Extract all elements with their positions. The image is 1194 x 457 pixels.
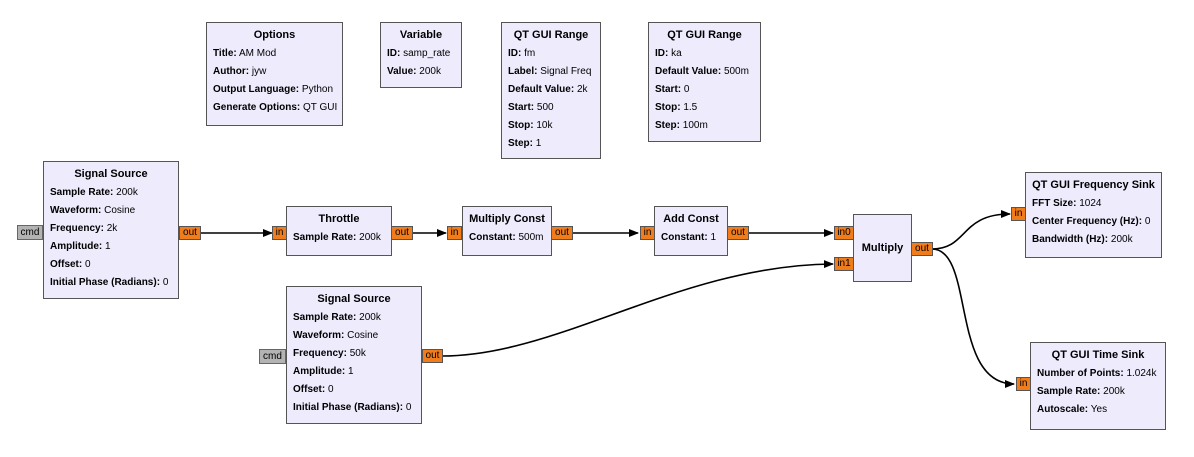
param-output-language: Output Language: Python	[213, 84, 334, 95]
multiply-block[interactable]: Multiply	[853, 214, 912, 282]
param-constant: Constant: 500m	[469, 232, 544, 243]
param-fft-size: FFT Size: 1024	[1032, 198, 1102, 209]
param-stop: Stop: 10k	[508, 120, 553, 131]
param-initial-phase: Initial Phase (Radians): 0	[293, 402, 412, 413]
param-waveform: Waveform: Cosine	[293, 330, 379, 341]
variable-block[interactable]: Variable ID: samp_rate Value: 200k	[380, 22, 462, 88]
wire-source2-multiply[interactable]	[441, 260, 834, 357]
block-title: Multiply	[861, 242, 904, 254]
multiply-in1-port[interactable]: in1	[834, 257, 854, 271]
param-sample-rate: Sample Rate: 200k	[293, 312, 381, 323]
block-title: QT GUI Range	[667, 29, 742, 41]
param-sample-rate: Sample Rate: 200k	[293, 232, 381, 243]
throttle-block[interactable]: Throttle Sample Rate: 200k	[286, 206, 392, 256]
multiply-out-port[interactable]: out	[911, 242, 933, 256]
param-center-frequency: Center Frequency (Hz): 0	[1032, 216, 1151, 227]
block-title: QT GUI Frequency Sink	[1032, 179, 1155, 191]
param-id: ID: samp_rate	[387, 48, 451, 59]
block-title: QT GUI Time Sink	[1051, 349, 1145, 361]
param-value: Value: 200k	[387, 66, 441, 77]
qt-gui-range-ka-block[interactable]: QT GUI Range ID: ka Default Value: 500m …	[648, 22, 761, 142]
multiply-in0-port[interactable]: in0	[834, 226, 854, 240]
param-amplitude: Amplitude: 1	[293, 366, 354, 377]
options-block[interactable]: Options Title: AM Mod Author: jyw Output…	[206, 22, 343, 126]
multiply-const-out-port[interactable]: out	[551, 226, 573, 240]
param-sample-rate: Sample Rate: 200k	[1037, 386, 1125, 397]
block-title: Multiply Const	[469, 213, 545, 225]
param-stop: Stop: 1.5	[655, 102, 698, 113]
wire-multiply-timesink[interactable]	[931, 248, 1015, 388]
block-title: QT GUI Range	[513, 29, 589, 41]
param-constant: Constant: 1	[661, 232, 717, 243]
param-generate-options: Generate Options: QT GUI	[213, 102, 338, 113]
param-default-value: Default Value: 500m	[655, 66, 749, 77]
param-offset: Offset: 0	[50, 259, 91, 270]
add-const-block[interactable]: Add Const Constant: 1	[654, 206, 728, 256]
qt-gui-range-fm-block[interactable]: QT GUI Range ID: fm Label: Signal Freq D…	[501, 22, 601, 159]
param-start: Start: 0	[655, 84, 690, 95]
param-author: Author: jyw	[213, 66, 267, 77]
param-id: ID: fm	[508, 48, 536, 59]
block-title: Add Const	[663, 213, 719, 225]
param-step: Step: 100m	[655, 120, 708, 131]
qt-gui-frequency-sink-block[interactable]: QT GUI Frequency Sink FFT Size: 1024 Cen…	[1025, 172, 1162, 258]
param-number-of-points: Number of Points: 1.024k	[1037, 368, 1157, 379]
throttle-out-port[interactable]: out	[391, 226, 413, 240]
param-initial-phase: Initial Phase (Radians): 0	[50, 277, 169, 288]
wire-multiply-freqsink[interactable]	[931, 210, 1011, 250]
signal-source-2-block[interactable]: Signal Source Sample Rate: 200k Waveform…	[286, 286, 422, 424]
block-title: Options	[253, 29, 296, 41]
signal-source-2-cmd-port[interactable]: cmd	[259, 349, 286, 364]
param-frequency: Frequency: 50k	[293, 348, 366, 359]
add-const-out-port[interactable]: out	[727, 226, 749, 240]
param-frequency: Frequency: 2k	[50, 223, 118, 234]
param-autoscale: Autoscale: Yes	[1037, 404, 1108, 415]
qt-gui-time-sink-block[interactable]: QT GUI Time Sink Number of Points: 1.024…	[1030, 342, 1166, 430]
param-amplitude: Amplitude: 1	[50, 241, 111, 252]
param-start: Start: 500	[508, 102, 554, 113]
param-bandwidth: Bandwidth (Hz): 200k	[1032, 234, 1133, 245]
param-waveform: Waveform: Cosine	[50, 205, 136, 216]
frequency-sink-in-port[interactable]: in	[1011, 207, 1026, 221]
param-step: Step: 1	[508, 138, 542, 149]
signal-source-1-block[interactable]: Signal Source Sample Rate: 200k Waveform…	[43, 161, 179, 299]
param-id: ID: ka	[655, 48, 682, 59]
multiply-const-block[interactable]: Multiply Const Constant: 500m	[462, 206, 552, 256]
param-title: Title: AM Mod	[213, 48, 277, 59]
signal-source-2-out-port[interactable]: out	[422, 349, 443, 363]
add-const-in-port[interactable]: in	[640, 226, 655, 240]
param-label: Label: Signal Freq	[508, 66, 592, 77]
signal-source-1-cmd-port[interactable]: cmd	[17, 225, 43, 240]
param-sample-rate: Sample Rate: 200k	[50, 187, 138, 198]
block-title: Signal Source	[317, 293, 391, 305]
block-title: Throttle	[318, 213, 360, 225]
param-offset: Offset: 0	[293, 384, 334, 395]
block-title: Signal Source	[74, 168, 148, 180]
param-default-value: Default Value: 2k	[508, 84, 588, 95]
block-title: Variable	[399, 29, 443, 41]
multiply-const-in-port[interactable]: in	[447, 226, 462, 240]
time-sink-in-port[interactable]: in	[1016, 377, 1031, 391]
throttle-in-port[interactable]: in	[272, 226, 287, 240]
signal-source-1-out-port[interactable]: out	[179, 226, 201, 240]
